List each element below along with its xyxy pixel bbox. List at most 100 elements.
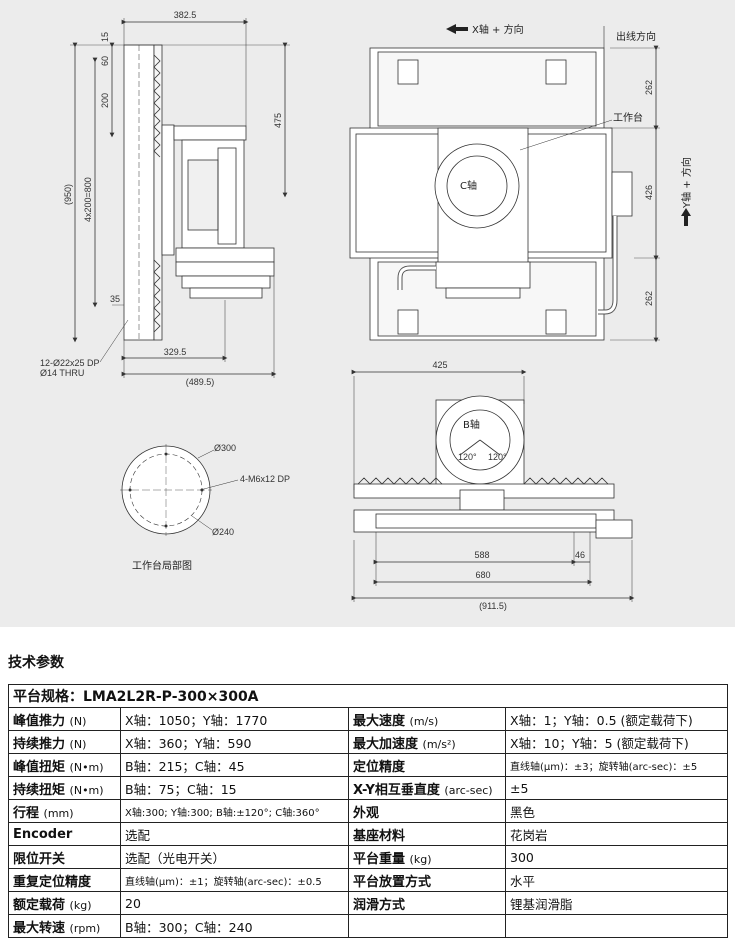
spec-value-text: 水平 [510,873,536,889]
dim-950: (950) [63,184,73,205]
spec-value-text: 直线轴(μm)：±3；旋转轴(arc-sec)：±5 [510,761,698,773]
spec-key-text: (kg) [409,852,432,866]
spec-value-text: 300 [510,849,534,865]
spec-key: X-Y相互垂直度 (arc-sec) [348,776,506,800]
dim-46: 46 [575,550,585,560]
spec-key: 额定载荷 (kg) [8,891,121,915]
spec-key-text: 最大转速 [13,920,66,936]
c-axis-label: C轴 [460,179,477,192]
spec-key-text: 外观 [353,805,380,821]
spec-key-text: (kg) [69,898,92,912]
spec-value: X轴:300; Y轴:300; B轴:±120°; C轴:360° [120,799,349,823]
b-axis-label: B轴 [463,418,480,431]
y-axis-label: Y轴 + 方向 [680,157,693,209]
spec-key-text: (m/s²) [422,737,456,751]
spec-key-text: 限位开关 [13,851,66,867]
spec-key-text: 基座材料 [353,828,406,844]
spec-key-text: 平台放置方式 [353,874,432,890]
dim-60: 60 [100,56,110,66]
spec-value: 花岗岩 [504,822,729,846]
spec-header-row: 平台规格：LMA2L2R-P-300×300A [7,684,729,708]
spec-key: 持续扭矩 (N•m) [8,776,121,800]
spec-key-text: (N•m) [69,783,104,797]
dim-262-top: 262 [644,80,654,95]
top-view [349,26,660,343]
spec-key-text: (N•m) [69,760,104,774]
spec-key: 最大转速 (rpm) [8,914,121,938]
angle-right: 120° [488,452,507,462]
x-axis-label: X轴 + 方向 [472,23,524,36]
spec-key: 基座材料 [348,822,506,846]
spec-value-text: X轴：1050；Y轴：1770 [125,712,268,728]
spec-value: 直线轴(μm)：±1；旋转轴(arc-sec)：±0.5 [120,868,349,892]
spec-value: X轴：10；Y轴：5 (额定载荷下) [504,730,729,754]
spec-key-text: (N) [69,714,87,728]
spec-value-text: X轴:300; Y轴:300; B轴:±120°; C轴:360° [125,807,320,819]
spec-value-text: 选配 [125,827,151,843]
table-row: 峰值推力 (N) X轴：1050；Y轴：1770 最大速度 (m/s) X轴：1… [8,707,729,731]
x-arrow-icon [446,24,468,34]
table-row: 持续扭矩 (N•m) B轴：75；C轴：15 X-Y相互垂直度 (arc-sec… [8,776,729,800]
dim-200: 200 [100,93,110,108]
spec-key-text: 峰值扭矩 [13,759,66,775]
spec-value: ±5 [504,776,729,800]
dim-425: 425 [432,360,447,370]
spec-key: 持续推力 (N) [8,730,121,754]
dim-4x200: 4x200=800 [83,177,93,222]
spec-key: 峰值推力 (N) [8,707,121,731]
spec-key: 限位开关 [8,845,121,869]
spec-value: X轴：1050；Y轴：1770 [120,707,349,731]
spec-value: X轴：1；Y轴：0.5 (额定载荷下) [504,707,729,731]
spec-key-text: 行程 [13,805,40,821]
table-row: Encoder 选配 基座材料 花岗岩 [8,822,729,846]
spec-value-text: B轴：215；C轴：45 [125,758,245,774]
spec-key-text: 持续推力 [13,736,66,752]
dim-d240: Ø240 [212,527,234,537]
bolt-hole-marker [164,452,168,456]
spec-key-text: 峰值推力 [13,713,66,729]
spec-rows: 峰值推力 (N) X轴：1050；Y轴：1770 最大速度 (m/s) X轴：1… [8,707,729,938]
spec-value: 20 [120,891,349,915]
spec-key-text: 润滑方式 [353,897,406,913]
dim-911-5: (911.5) [479,601,507,611]
spec-value: B轴：300；C轴：240 [120,914,349,938]
bolt-hole-marker [164,524,168,528]
spec-value-text: 20 [125,895,141,911]
spec-value [504,914,729,938]
spec-value: 直线轴(μm)：±3；旋转轴(arc-sec)：±5 [504,753,729,777]
dim-680: 680 [475,570,490,580]
dim-262-bottom: 262 [644,291,654,306]
bolt-hole-marker [128,488,132,492]
hole-note-line2: Ø14 THRU [40,368,84,378]
spec-key-text: 最大加速度 [353,736,419,752]
dim-35: 35 [110,294,120,304]
spec-key: Encoder [8,822,121,846]
spec-key-text: 额定载荷 [13,897,66,913]
spec-value-text: 锂基润滑脂 [510,896,573,912]
spec-key-text: 最大速度 [353,713,406,729]
y-arrow-icon [681,208,691,226]
spec-key-text: (rpm) [69,921,101,935]
table-row: 最大转速 (rpm) B轴：300；C轴：240 [8,914,729,938]
spec-value: X轴：360；Y轴：590 [120,730,349,754]
spec-key: 行程 (mm) [8,799,121,823]
spec-value-text: B轴：300；C轴：240 [125,919,253,935]
spec-key-text: (arc-sec) [444,783,493,797]
spec-value: B轴：75；C轴：15 [120,776,349,800]
hole-note-line1: 12-Ø22x25 DP [40,358,100,368]
spec-value-text: B轴：75；C轴：15 [125,781,237,797]
spec-value-text: X轴：10；Y轴：5 (额定载荷下) [510,735,689,751]
spec-value-text: 花岗岩 [510,827,548,843]
table-row: 峰值扭矩 (N•m) B轴：215；C轴：45 定位精度 直线轴(μm)：±3；… [8,753,729,777]
spec-value: 选配（光电开关） [120,845,349,869]
spec-value-text: 直线轴(μm)：±1；旋转轴(arc-sec)：±0.5 [125,876,322,888]
dim-15: 15 [100,32,110,42]
side-view [70,18,290,378]
spec-table: 平台规格：LMA2L2R-P-300×300A 峰值推力 (N) X轴：1050… [7,684,729,938]
spec-key: 平台重量 (kg) [348,845,506,869]
spec-key-text: (N) [69,737,87,751]
table-row: 持续推力 (N) X轴：360；Y轴：590 最大加速度 (m/s²) X轴：1… [8,730,729,754]
spec-key: 峰值扭矩 (N•m) [8,753,121,777]
holes-note: 4-M6x12 DP [240,474,290,484]
technical-drawing: 382.5 15 60 200 475 (950) 4x200=800 35 3… [0,0,735,627]
